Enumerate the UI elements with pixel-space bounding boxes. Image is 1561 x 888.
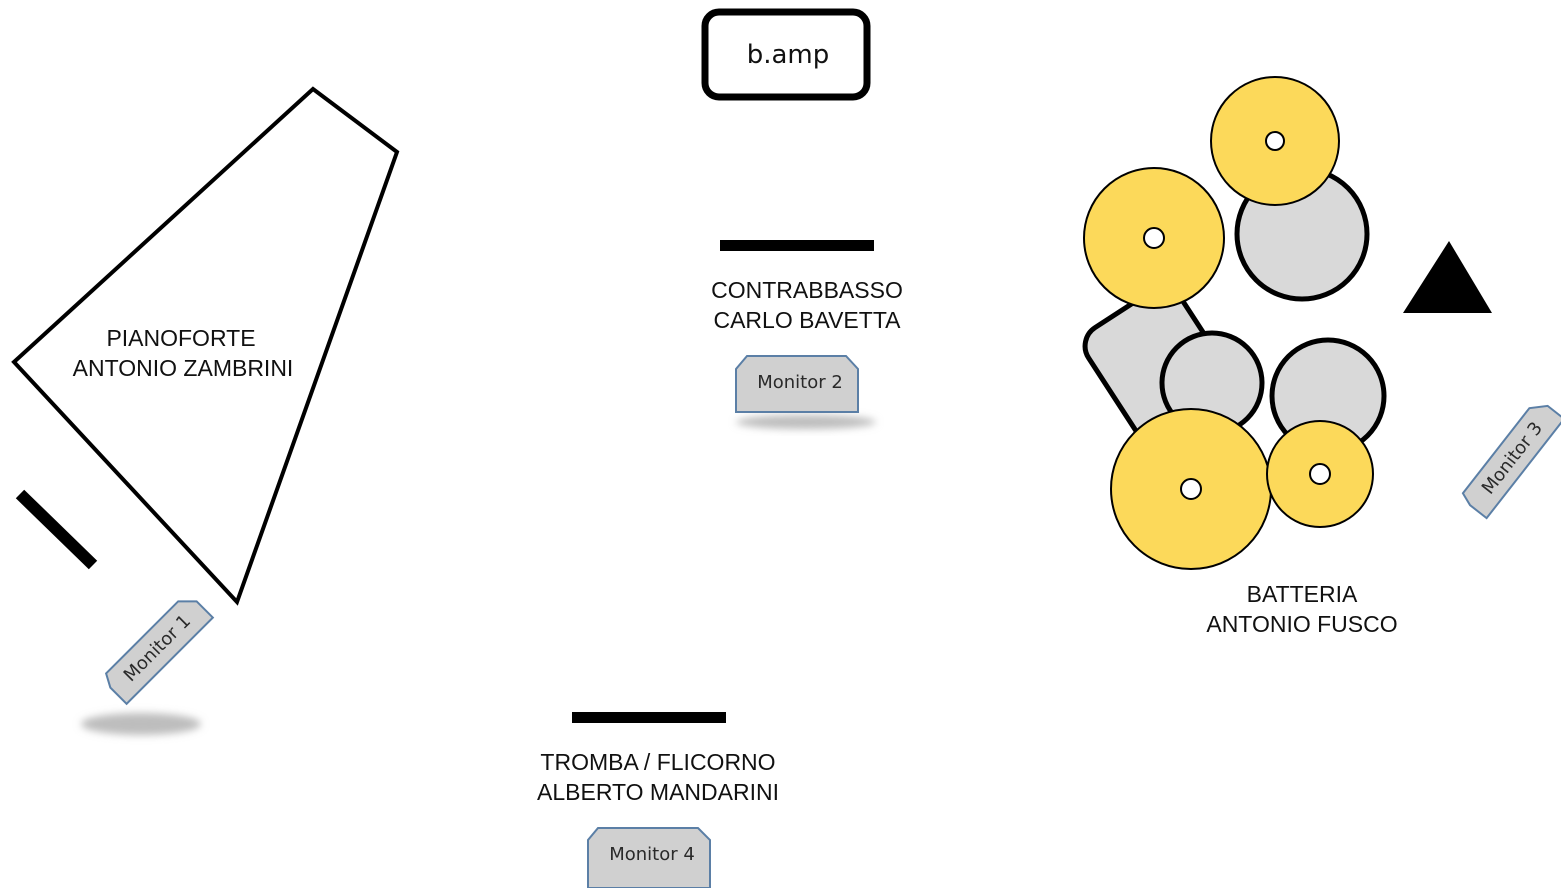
- amp-box: [701, 8, 871, 101]
- monitor-1: Monitor 1: [81, 600, 215, 735]
- bass-label-name: CARLO BAVETTA: [713, 307, 901, 333]
- monitor-4-box: [587, 827, 711, 888]
- cymbal-left-hole: [1143, 227, 1165, 249]
- monitor-1-box: [104, 600, 215, 706]
- monitor-4-label: Monitor 4: [609, 844, 695, 865]
- drum-throne-triangle: [1403, 241, 1492, 313]
- monitor-3: Monitor 3: [1461, 404, 1561, 520]
- monitor-2-shadow: [736, 415, 876, 429]
- monitor-3-box: [1461, 404, 1561, 520]
- trumpet-mic-bar: [572, 712, 726, 723]
- piano-mic-bar: [15, 489, 98, 570]
- bass-label-instrument: CONTRABBASSO: [711, 277, 903, 303]
- piano-label-instrument: PIANOFORTE: [106, 325, 255, 351]
- piano-label-name: ANTONIO ZAMBRINI: [73, 355, 294, 381]
- cymbal-top-hole: [1265, 131, 1285, 151]
- trumpet-label-instrument: TROMBA / FLICORNO: [540, 749, 775, 775]
- drums-label-instrument: BATTERIA: [1247, 581, 1358, 607]
- hihat-hole: [1309, 463, 1331, 485]
- amp-label: b.amp: [747, 40, 830, 70]
- cymbal-ride-hole: [1180, 478, 1202, 500]
- monitor-2-box: [735, 355, 859, 413]
- monitor-2-label: Monitor 2: [757, 372, 843, 393]
- monitor-1-shadow: [81, 713, 201, 735]
- piano-outline: [11, 86, 400, 606]
- drum-kit: [1082, 76, 1387, 570]
- bass-amp: b.amp: [701, 8, 871, 101]
- drums-label-name: ANTONIO FUSCO: [1206, 611, 1397, 637]
- trumpet-label-name: ALBERTO MANDARINI: [537, 779, 779, 805]
- piano: PIANOFORTE ANTONIO ZAMBRINI: [11, 86, 400, 606]
- monitor-2: Monitor 2: [735, 355, 876, 429]
- monitor-4: Monitor 4: [587, 827, 711, 888]
- bass-mic-bar: [720, 240, 874, 251]
